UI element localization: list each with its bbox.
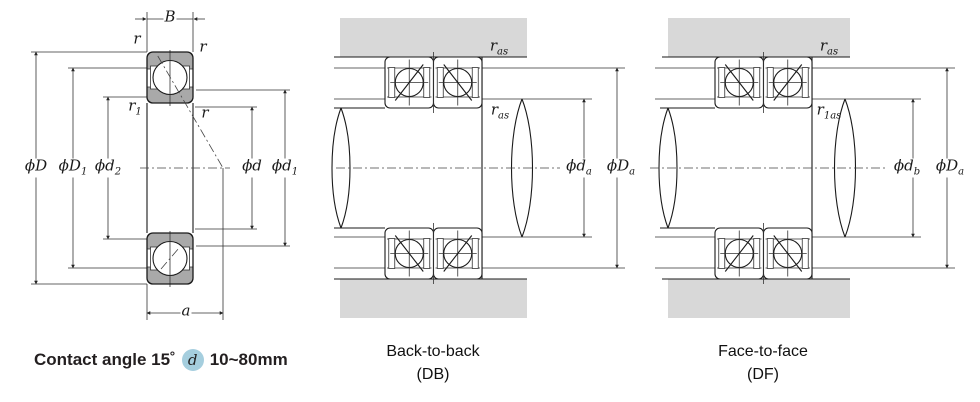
contact-angle-note: Contact angle 15˚ d 10~80mm <box>34 349 288 371</box>
contact-angle-line <box>157 55 224 169</box>
shaft-seat <box>660 107 715 229</box>
contact-angle-text: Contact angle 15˚ <box>34 350 176 369</box>
df-arrangement-diagram <box>650 18 955 318</box>
housing-block <box>668 279 850 318</box>
single-bearing-diagram <box>31 12 290 320</box>
dim-label-phi-d: ϕd <box>241 158 263 178</box>
df-caption: Face-to-face <box>718 343 808 360</box>
bore-range-text: 10~80mm <box>209 350 288 369</box>
d-badge: d <box>181 349 204 371</box>
dim-label-r1as-df: r1as <box>816 100 842 122</box>
housing-block <box>340 18 527 57</box>
dim-label-ras-top-db: ras <box>489 36 509 58</box>
dim-label-r-top-left: r <box>133 29 141 48</box>
db-caption: Back-to-back <box>386 343 480 360</box>
housing-block <box>340 279 527 318</box>
dim-label-B: B <box>163 9 177 29</box>
dim-label-phi-Da-df: ϕDa <box>934 156 966 178</box>
dim-label-ras-top-df: ras <box>819 36 839 58</box>
dim-label-phi-d2: ϕd2 <box>93 156 123 178</box>
dim-label-phi-D: ϕD <box>23 158 49 178</box>
shaft-seat <box>334 107 385 229</box>
db-arrangement-diagram <box>331 18 625 318</box>
dim-label-r-top-right: r <box>199 37 207 56</box>
dim-label-phi-da: ϕda <box>565 156 593 178</box>
dim-label-a: a <box>180 303 192 323</box>
dim-label-phi-d1: ϕd1 <box>270 156 300 178</box>
dim-label-ras-bottom-db: ras <box>490 100 510 122</box>
db-caption-code: (DB) <box>416 366 450 383</box>
bearing-section-top <box>146 50 194 106</box>
dim-label-r1: r1 <box>128 96 142 118</box>
dim-label-phi-D1: ϕD1 <box>57 156 89 178</box>
df-caption-code: (DF) <box>747 366 779 383</box>
housing-block <box>668 18 850 57</box>
dim-label-phi-db: ϕdb <box>892 156 922 178</box>
dim-label-r-mid: r <box>201 103 209 122</box>
dim-label-phi-Da-db: ϕDa <box>605 156 637 178</box>
